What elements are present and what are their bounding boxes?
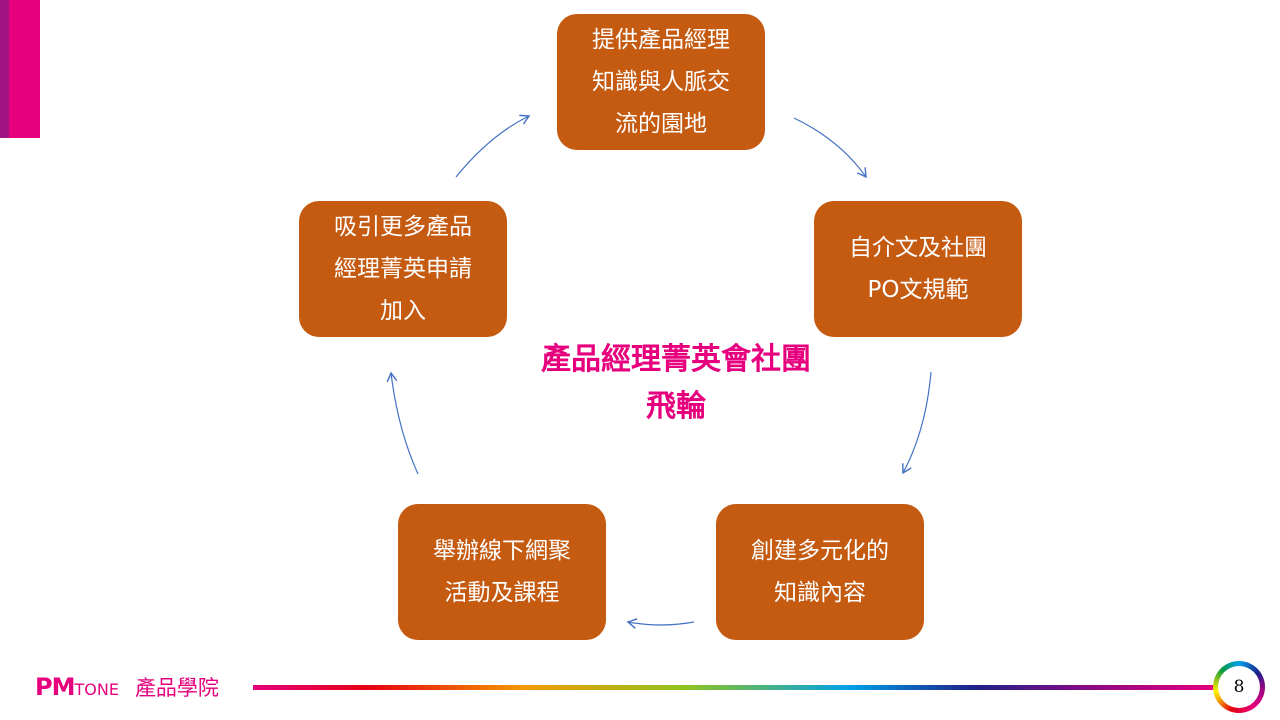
step-4-box: 舉辦線下網聚 活動及課程 (398, 504, 606, 640)
step-3-box: 創建多元化的 知識內容 (716, 504, 924, 640)
arrow-4-to-5 (386, 371, 419, 475)
arrow-3-to-4 (626, 618, 695, 629)
page-number-badge: 8 (1213, 661, 1265, 713)
logo-pm: PM (35, 673, 75, 701)
flywheel-title: 產品經理菁英會社團 飛輪 (541, 342, 811, 424)
step-1-box: 提供產品經理 知識與人脈交 流的園地 (557, 14, 765, 150)
arrow-1-to-2 (793, 117, 867, 179)
step-5-box: 吸引更多產品 經理菁英申請 加入 (299, 201, 507, 337)
arrow-5-to-1 (455, 114, 531, 178)
page-number: 8 (1218, 666, 1260, 708)
rainbow-divider (253, 685, 1215, 690)
pmtone-logo: PM TONE 產品學院 (35, 672, 219, 702)
logo-tone: TONE (74, 680, 119, 699)
corner-accent-bar (0, 0, 40, 138)
step-2-box: 自介文及社團 PO文規範 (814, 201, 1022, 337)
arrow-2-to-3 (902, 371, 932, 475)
logo-academy: 產品學院 (134, 676, 219, 700)
